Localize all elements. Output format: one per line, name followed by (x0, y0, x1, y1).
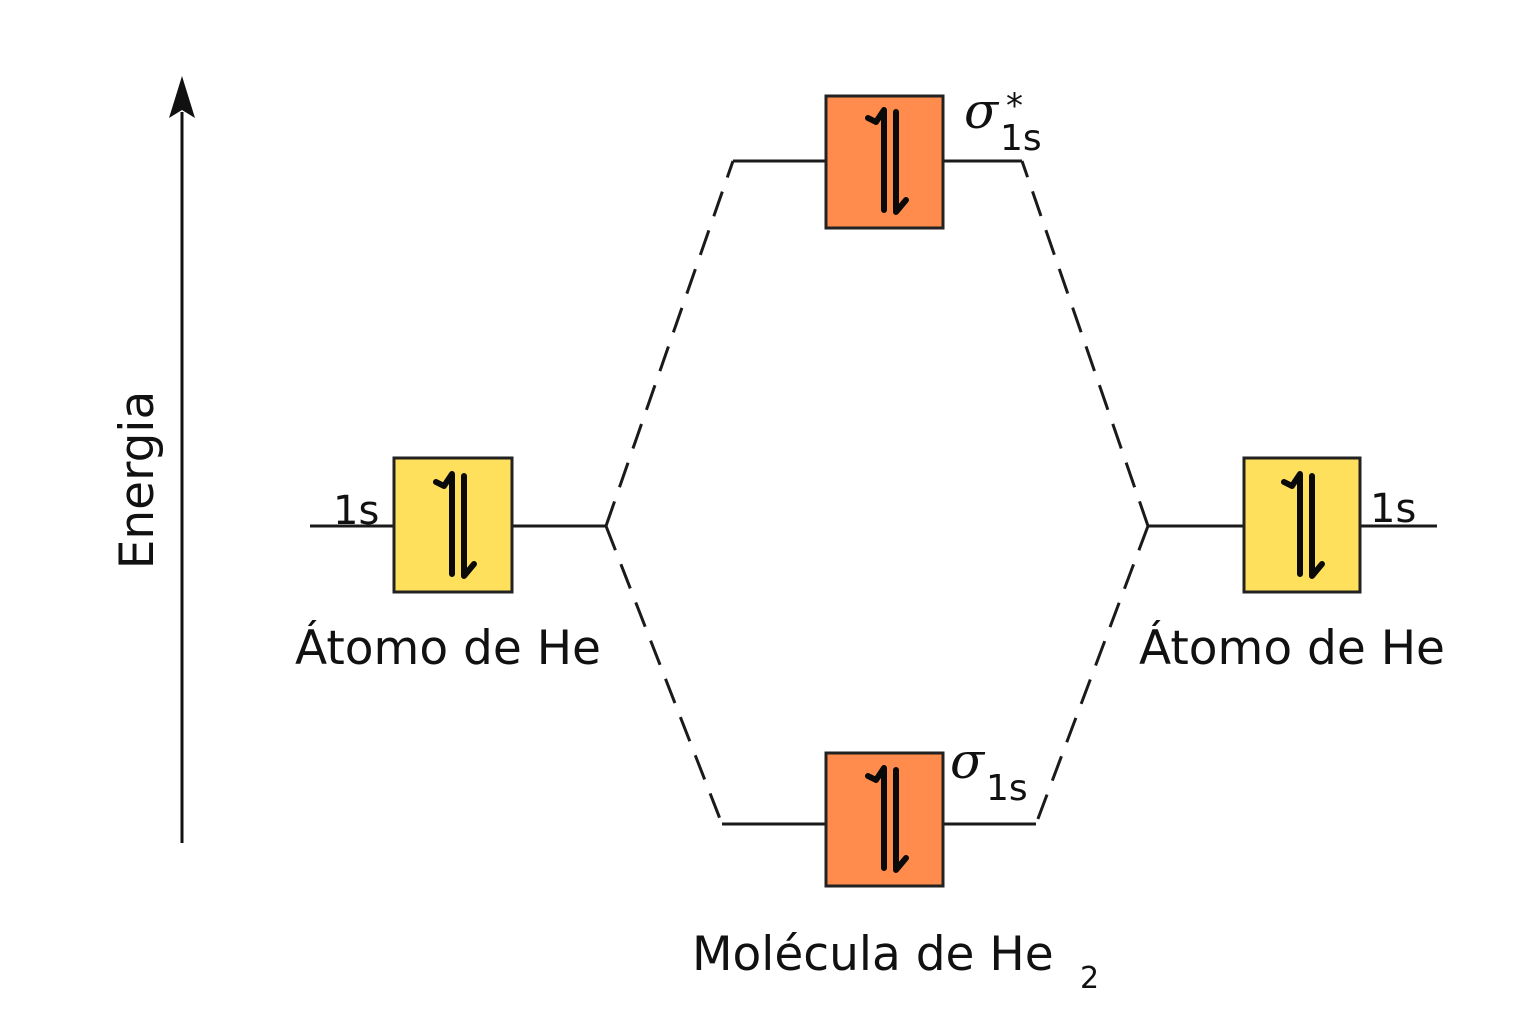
right-atom: 1s Átomo de He (1139, 456, 1445, 676)
bonding-subscript: 1s (986, 768, 1028, 809)
arrow-up-icon (169, 76, 195, 118)
bonding-label: σ (950, 732, 986, 790)
correlation-lines (604, 160, 1150, 825)
antibonding-symbol: σ (964, 82, 1000, 140)
bonding-orbital: σ 1s (722, 732, 1036, 888)
energy-axis: Energia (110, 76, 195, 843)
bonding-symbol: σ (950, 732, 986, 790)
antibonding-subscript: 1s (1000, 118, 1042, 159)
antibonding-orbital: σ 1s * (733, 82, 1042, 230)
antibonding-superscript: * (1006, 86, 1023, 126)
left-orbital-label: 1s (333, 488, 379, 534)
antibonding-label: σ (964, 82, 1000, 140)
right-orbital-label: 1s (1370, 486, 1416, 532)
molecule-caption: Molécula de He 2 (692, 927, 1099, 996)
right-atom-name: Átomo de He (1139, 621, 1445, 676)
left-atom-name: Átomo de He (295, 621, 601, 676)
molecule-subscript: 2 (1080, 961, 1099, 996)
axis-label: Energia (110, 391, 165, 570)
molecule-name: Molécula de He (692, 927, 1054, 982)
left-atom: 1s Átomo de He (295, 456, 606, 676)
